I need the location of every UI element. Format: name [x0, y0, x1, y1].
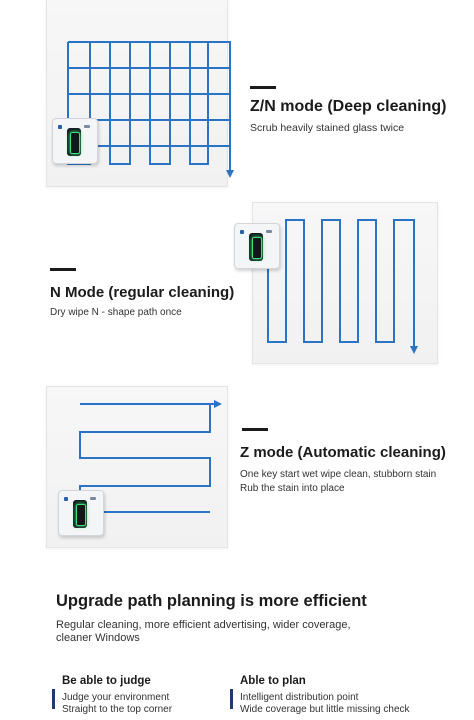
section-dash: [250, 86, 276, 89]
feature-title: Able to plan: [240, 675, 306, 687]
section-dash: [242, 428, 268, 431]
upgrade-heading: Upgrade path planning is more efficient: [56, 592, 367, 610]
mode-description-line: Rub the stain into place: [240, 483, 345, 494]
mode-description-line: Dry wipe N - shape path once: [50, 307, 182, 318]
robot-icon: [234, 223, 280, 269]
feature-line: Intelligent distribution point: [240, 692, 359, 703]
feature-title: Be able to judge: [62, 675, 151, 687]
arrow-right-icon: [214, 400, 222, 408]
feature-accent-bar: [230, 689, 233, 709]
section-dash: [50, 268, 76, 271]
mode-description-line: One key start wet wipe clean, stubborn s…: [240, 469, 437, 480]
mode-title: Z mode (Automatic cleaning): [240, 444, 446, 461]
upgrade-description-line: Regular cleaning, more efficient adverti…: [56, 619, 351, 631]
feature-line: Judge your environment: [62, 692, 170, 703]
robot-icon: [58, 490, 104, 536]
n-path-line: [267, 219, 415, 348]
robot-icon: [52, 118, 98, 164]
feature-line: Wide coverage but little missing check: [240, 704, 410, 715]
mode-title: N Mode (regular cleaning): [50, 284, 235, 301]
arrow-down-icon: [410, 346, 418, 354]
upgrade-description-line: cleaner Windows: [56, 632, 140, 644]
n-path-diagram: [267, 219, 418, 354]
mode-title: Z/N mode (Deep cleaning): [250, 98, 447, 115]
feature-accent-bar: [52, 689, 55, 709]
arrow-down-icon: [226, 170, 234, 178]
window-frame: [252, 202, 438, 364]
zn-vertical-path: [67, 41, 231, 172]
mode-description-line: Scrub heavily stained glass twice: [250, 122, 405, 134]
feature-line: Straight to the top corner: [62, 704, 173, 715]
